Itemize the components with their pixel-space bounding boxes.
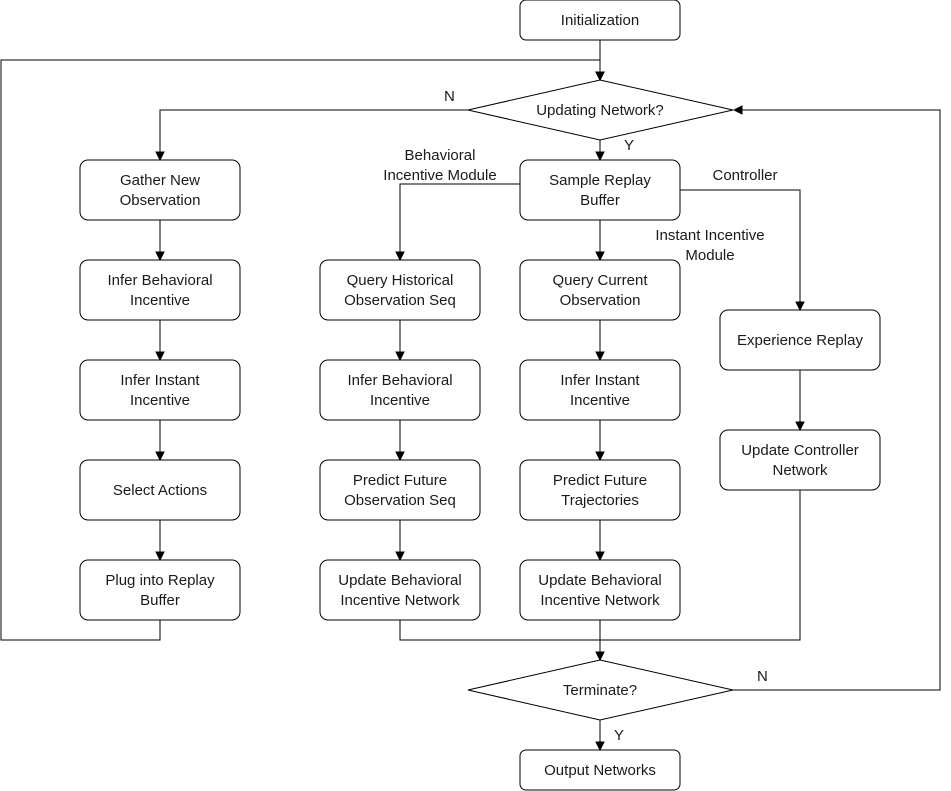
node-update-beh-r-line2: Incentive Network	[540, 592, 660, 609]
node-initialization-label: Initialization	[561, 12, 639, 29]
node-initialization: Initialization	[519, 0, 681, 41]
node-infer-beh-m-line2: Incentive	[370, 392, 430, 409]
label-behavioral-module-line1: Behavioral	[405, 147, 476, 164]
node-infer-inst-l-line1: Infer Instant	[120, 372, 200, 389]
node-predict-traj-line1: Predict Future	[553, 472, 647, 489]
node-gather-line2: Observation	[120, 192, 201, 209]
node-infer-behavioral-middle: Infer Behavioral Incentive	[319, 359, 481, 421]
node-query-hist-line2: Observation Seq	[344, 292, 456, 309]
node-infer-behavioral-left: Infer Behavioral Incentive	[79, 259, 241, 321]
label-y-top: Y	[624, 137, 634, 154]
node-infer-instant-left: Infer Instant Incentive	[79, 359, 241, 421]
node-query-curr-line2: Observation	[560, 292, 641, 309]
node-sample-line1: Sample Replay	[549, 172, 651, 189]
decision-updating-network: Updating Network?	[467, 79, 734, 141]
arrowhead-updating-gather	[155, 151, 165, 162]
node-infer-beh-m-line1: Infer Behavioral	[347, 372, 452, 389]
arrowhead-terminate-output	[595, 741, 605, 752]
arrowhead-terminate-updating	[732, 105, 743, 115]
node-infer-inst-m-line1: Infer Instant	[560, 372, 640, 389]
node-output-networks: Output Networks	[519, 749, 681, 791]
node-sample-replay-buffer: Sample Replay Buffer	[519, 159, 681, 221]
node-update-ctrl-line1: Update Controller	[741, 442, 859, 459]
node-experience-replay: Experience Replay	[719, 309, 881, 371]
nodes: Initialization Updating Network? Gather …	[79, 0, 881, 791]
node-update-behavioral-right: Update Behavioral Incentive Network	[519, 559, 681, 621]
label-controller: Controller	[712, 167, 777, 184]
edge-sample-expreplay	[680, 189, 801, 302]
arrowhead-sample-queryhist	[395, 251, 405, 262]
node-predict-future-observation: Predict Future Observation Seq	[319, 459, 481, 521]
node-update-behavioral-middle: Update Behavioral Incentive Network	[319, 559, 481, 621]
arrowhead-expreplay-updatectrl	[795, 421, 805, 432]
arrowhead-predicttraj-updatebeh	[595, 551, 605, 562]
decision-terminate: Terminate?	[467, 659, 734, 721]
node-gather-line1: Gather New	[120, 172, 200, 189]
arrowhead-select-plug	[155, 551, 165, 562]
node-query-historical: Query Historical Observation Seq	[319, 259, 481, 321]
label-n-bottom: N	[757, 668, 768, 685]
node-update-ctrl-line2: Network	[772, 462, 828, 479]
arrowhead-inferinst-predicttraj	[595, 451, 605, 462]
node-infer-inst-l-line2: Incentive	[130, 392, 190, 409]
edge-sample-queryhist	[399, 183, 520, 252]
node-update-beh-r-line1: Update Behavioral	[538, 572, 661, 589]
arrowhead-inferbeh-predictobs	[395, 451, 405, 462]
label-instant-module-line2: Module	[685, 247, 734, 264]
node-infer-beh-l-line1: Infer Behavioral	[107, 272, 212, 289]
arrowhead-predictobs-updatebeh	[395, 551, 405, 562]
node-infer-beh-l-line2: Incentive	[130, 292, 190, 309]
arrowhead-queryhist-inferbeh	[395, 351, 405, 362]
node-infer-inst-m-line2: Incentive	[570, 392, 630, 409]
label-behavioral-module-line2: Incentive Module	[383, 167, 496, 184]
decision-terminate-label: Terminate?	[563, 682, 637, 699]
node-update-controller-network: Update Controller Network	[719, 429, 881, 491]
node-plug-into-replay-buffer: Plug into Replay Buffer	[79, 559, 241, 621]
node-plug-line2: Buffer	[140, 592, 180, 609]
edge-updating-gather	[159, 109, 468, 152]
node-select-actions: Select Actions	[79, 459, 241, 521]
edge-plug-loop-back	[0, 59, 600, 641]
node-output-label: Output Networks	[544, 762, 656, 779]
node-query-current: Query Current Observation	[519, 259, 681, 321]
arrowhead-inferbeh-inferinst	[155, 351, 165, 362]
node-sample-line2: Buffer	[580, 192, 620, 209]
node-plug-line1: Plug into Replay	[105, 572, 215, 589]
node-gather-new-observation: Gather New Observation	[79, 159, 241, 221]
node-predict-obs-line1: Predict Future	[353, 472, 447, 489]
arrowhead-updating-sample	[595, 151, 605, 162]
arrowhead-sample-querycurr	[595, 251, 605, 262]
arrowhead-loop-updating	[595, 71, 605, 82]
arrowhead-merge-terminate	[595, 651, 605, 662]
node-query-hist-line1: Query Historical	[347, 272, 454, 289]
node-update-beh-m-line2: Incentive Network	[340, 592, 460, 609]
node-predict-obs-line2: Observation Seq	[344, 492, 456, 509]
edge-labels: N Y Behavioral Incentive Module Controll…	[383, 88, 777, 744]
node-exp-replay-label: Experience Replay	[737, 332, 863, 349]
arrowhead-sample-expreplay	[795, 301, 805, 312]
arrowhead-querycurr-inferinst	[595, 351, 605, 362]
arrowhead-gather-inferbeh	[155, 251, 165, 262]
node-select-actions-label: Select Actions	[113, 482, 207, 499]
label-y-bottom: Y	[614, 727, 624, 744]
edge-merge-controller	[600, 490, 801, 641]
node-query-curr-line1: Query Current	[552, 272, 648, 289]
node-infer-instant-middle: Infer Instant Incentive	[519, 359, 681, 421]
arrowhead-inferinst-select	[155, 451, 165, 462]
edge-terminate-updating	[733, 109, 941, 691]
label-n-top: N	[444, 88, 455, 105]
edges	[0, 40, 941, 752]
node-update-beh-m-line1: Update Behavioral	[338, 572, 461, 589]
edge-merge-middle	[399, 620, 600, 641]
label-instant-module-line1: Instant Incentive	[655, 227, 764, 244]
node-predict-future-trajectories: Predict Future Trajectories	[519, 459, 681, 521]
decision-updating-network-label: Updating Network?	[536, 102, 664, 119]
node-predict-traj-line2: Trajectories	[561, 492, 639, 509]
